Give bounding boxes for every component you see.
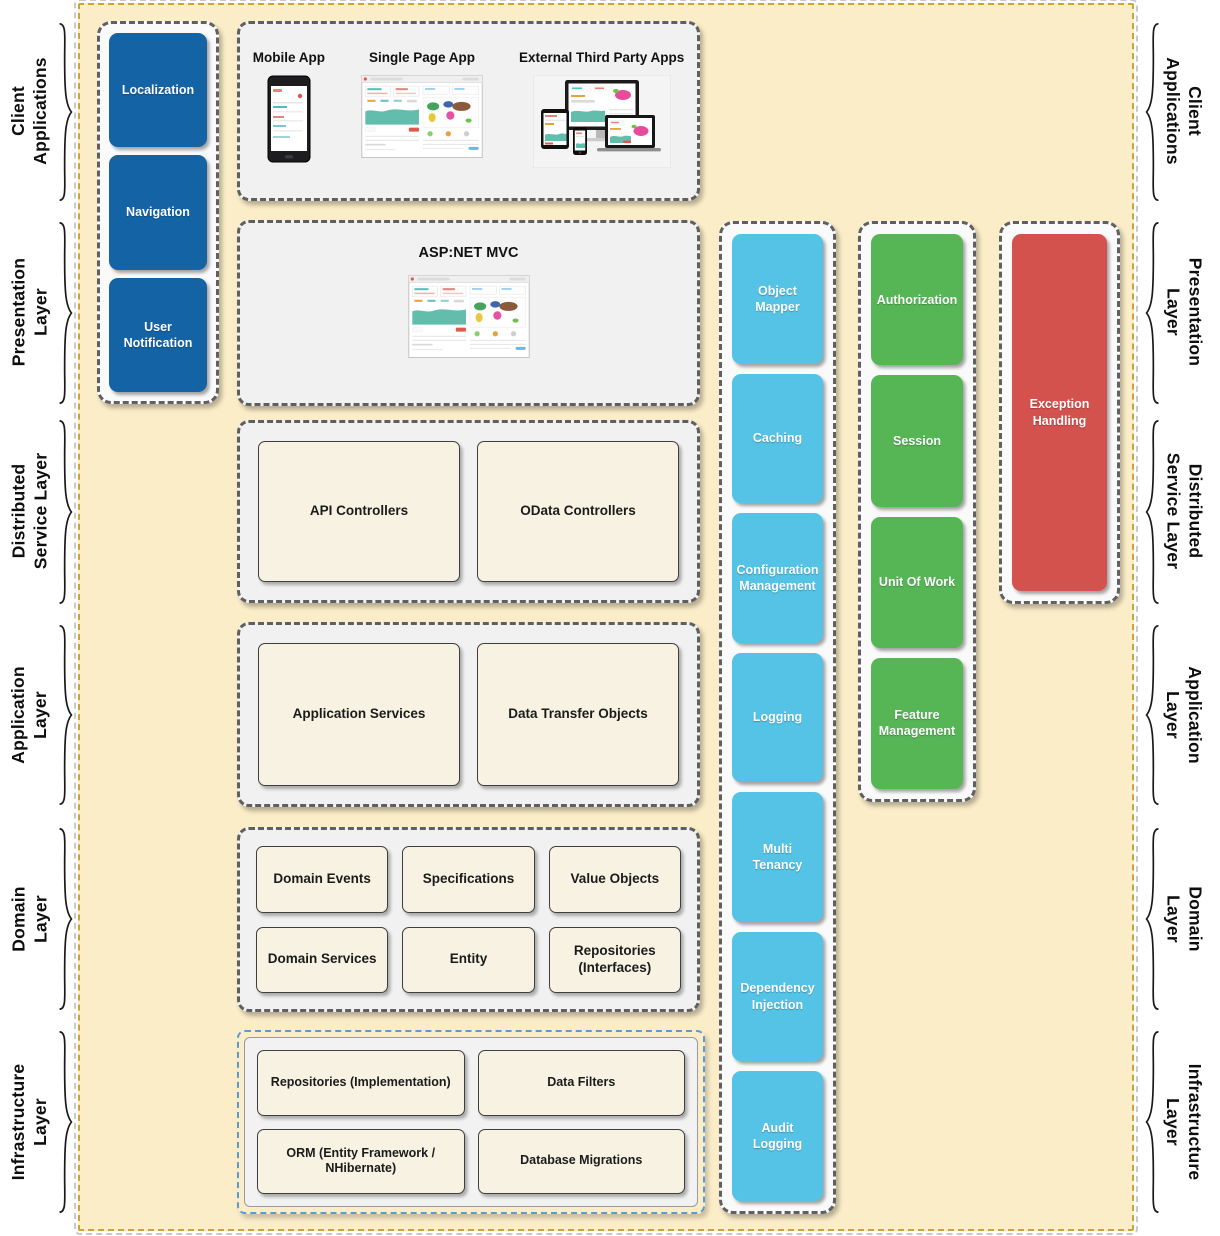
box-domain-services: Domain Services bbox=[256, 926, 389, 993]
layer-label-left-domain: Domain Layer bbox=[8, 886, 50, 952]
layer-label-left-distributed-service: Distributed Service Layer bbox=[8, 452, 50, 570]
common-modules-panel: Localization Navigation User Notificatio… bbox=[97, 21, 219, 404]
client-applications-panel: Mobile App Single bbox=[237, 21, 700, 201]
box-data-filters: Data Filters bbox=[477, 1050, 685, 1116]
layer-brace-right-infrastructure bbox=[1144, 1030, 1161, 1214]
domain-panel: Domain Events Specifications Value Objec… bbox=[237, 827, 700, 1012]
layer-label-left-client-applications: Client Applications bbox=[8, 57, 50, 165]
module-navigation: Navigation bbox=[109, 155, 207, 270]
single-page-app-label: Single Page App bbox=[368, 50, 475, 65]
module-logging: Logging bbox=[732, 652, 823, 783]
module-exception-handling: Exception Handling bbox=[1012, 234, 1107, 591]
module-user-notification: User Notification bbox=[109, 277, 207, 392]
layer-label-right-presentation: Presentation Layer bbox=[1163, 257, 1205, 367]
box-data-transfer-objects: Data Transfer Objects bbox=[477, 643, 679, 786]
module-object-mapper: Object Mapper bbox=[732, 234, 823, 364]
layer-label-left-presentation: Presentation Layer bbox=[8, 257, 50, 367]
box-api-controllers: API Controllers bbox=[258, 441, 460, 582]
box-value-objects: Value Objects bbox=[548, 846, 681, 913]
layer-label-right-distributed-service: Distributed Service Layer bbox=[1163, 452, 1205, 570]
module-caching: Caching bbox=[732, 373, 823, 504]
application-panel: Application Services Data Transfer Objec… bbox=[237, 622, 700, 807]
exception-column: Exception Handling bbox=[999, 221, 1120, 604]
layer-brace-left-infrastructure bbox=[57, 1030, 74, 1214]
framework-modules-column: Object Mapper Caching Configuration Mana… bbox=[719, 221, 836, 1214]
mobile-app-screenshot bbox=[267, 75, 311, 163]
layer-label-right-application: Application Layer bbox=[1163, 666, 1205, 764]
layer-brace-left-application bbox=[57, 624, 74, 806]
box-repositories-interfaces: Repositories (Interfaces) bbox=[548, 926, 681, 993]
box-specifications: Specifications bbox=[402, 846, 535, 913]
security-modules-column: Authorization Session Unit Of Work Featu… bbox=[858, 221, 976, 802]
client-app-external: External Third Party Apps bbox=[519, 50, 684, 168]
module-unit-of-work: Unit Of Work bbox=[871, 516, 963, 648]
presentation-panel: ASP:NET MVC bbox=[237, 220, 700, 406]
box-odata-controllers: OData Controllers bbox=[477, 441, 679, 582]
box-application-services: Application Services bbox=[258, 643, 460, 786]
aspnet-mvc-title: ASP:NET MVC bbox=[418, 245, 519, 261]
external-third-party-apps-label: External Third Party Apps bbox=[518, 50, 685, 65]
mvc-dashboard-screenshot bbox=[407, 275, 530, 358]
layer-brace-right-domain bbox=[1144, 827, 1161, 1011]
layer-brace-left-domain bbox=[57, 827, 74, 1011]
spa-dashboard-screenshot bbox=[361, 75, 483, 158]
layer-brace-right-client-applications bbox=[1144, 22, 1161, 202]
layer-brace-left-presentation bbox=[57, 221, 74, 405]
layer-brace-left-client-applications bbox=[57, 22, 74, 202]
module-localization: Localization bbox=[109, 33, 207, 148]
layer-brace-left-distributed-service bbox=[57, 419, 74, 605]
module-audit-logging: Audit Logging bbox=[732, 1071, 823, 1202]
box-database-migrations: Database Migrations bbox=[477, 1128, 685, 1194]
box-domain-events: Domain Events bbox=[256, 846, 389, 913]
client-app-spa: Single Page App bbox=[361, 50, 483, 158]
distributed-service-panel: API Controllers OData Controllers bbox=[237, 420, 700, 603]
layer-label-left-infrastructure: Infrastructure Layer bbox=[8, 1063, 50, 1181]
box-entity: Entity bbox=[402, 926, 535, 993]
client-app-mobile: Mobile App bbox=[253, 50, 325, 163]
module-authorization: Authorization bbox=[871, 234, 963, 366]
infrastructure-panel: Repositories (Implementation) Data Filte… bbox=[237, 1030, 705, 1214]
module-dependency-injection: Dependency Injection bbox=[732, 931, 823, 1062]
layer-label-right-infrastructure: Infrastructure Layer bbox=[1163, 1063, 1205, 1181]
layer-brace-right-distributed-service bbox=[1144, 419, 1161, 605]
module-multi-tenancy: Multi Tenancy bbox=[732, 792, 823, 922]
mobile-app-label: Mobile App bbox=[252, 50, 325, 65]
layer-label-right-client-applications: Client Applications bbox=[1163, 57, 1205, 165]
layer-label-left-application: Application Layer bbox=[8, 666, 50, 764]
module-session: Session bbox=[871, 375, 963, 507]
infrastructure-panel-inner: Repositories (Implementation) Data Filte… bbox=[244, 1037, 698, 1207]
layer-brace-right-application bbox=[1144, 624, 1161, 806]
multi-device-screenshot bbox=[532, 75, 671, 168]
module-feature-management: Feature Management bbox=[871, 657, 963, 789]
box-orm-entity-framework-nhibernate: ORM (Entity Framework / NHibernate) bbox=[257, 1128, 465, 1194]
box-repositories-implementation: Repositories (Implementation) bbox=[257, 1050, 465, 1116]
layer-brace-right-presentation bbox=[1144, 221, 1161, 405]
module-configuration-management: Configuration Management bbox=[732, 513, 823, 643]
layer-label-right-domain: Domain Layer bbox=[1163, 886, 1205, 952]
